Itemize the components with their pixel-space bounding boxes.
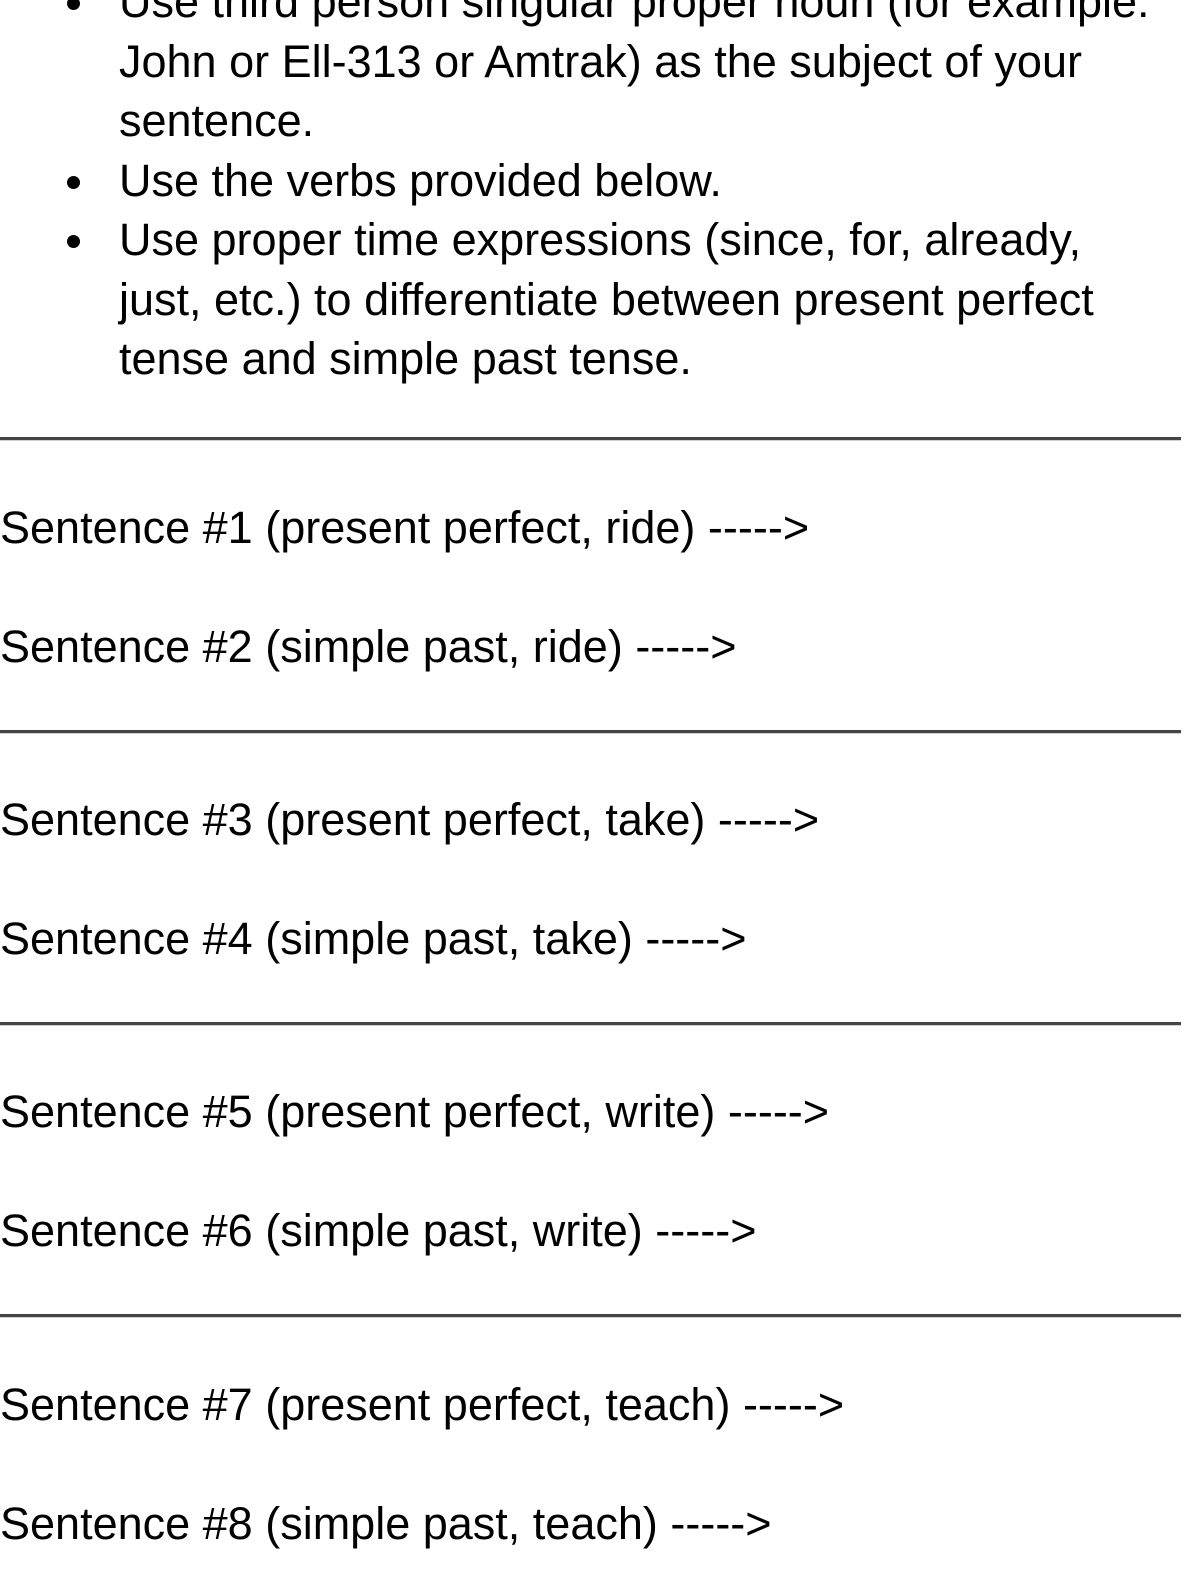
divider <box>0 730 1181 734</box>
instruction-text: Use proper time expressions (since, for,… <box>119 214 1094 384</box>
bullet-icon <box>67 235 80 248</box>
bullet-icon <box>67 0 80 10</box>
sentence-prompt-6: Sentence #6 (simple past, write) -----> <box>0 1205 757 1256</box>
instruction-item: Use proper time expressions (since, for,… <box>0 210 1186 389</box>
sentence-prompt-1: Sentence #1 (present perfect, ride) ----… <box>0 502 810 553</box>
bullet-icon <box>67 175 80 189</box>
instruction-text: Use the verbs provided below. <box>119 154 722 206</box>
sentence-prompt-7: Sentence #7 (present perfect, teach) ---… <box>0 1379 845 1430</box>
instruction-item: Use the verbs provided below. <box>0 151 1186 211</box>
sentence-prompt-2: Sentence #2 (simple past, ride) -----> <box>0 621 737 672</box>
instruction-item: Use third person singular proper noun (f… <box>0 0 1186 151</box>
sentence-prompt-5: Sentence #5 (present perfect, write) ---… <box>0 1086 830 1137</box>
sentence-prompt-4: Sentence #4 (simple past, take) -----> <box>0 913 747 964</box>
divider <box>0 437 1181 441</box>
instruction-text: Use third person singular proper noun (f… <box>119 0 1150 146</box>
divider <box>0 1022 1181 1026</box>
sentence-prompt-3: Sentence #3 (present perfect, take) ----… <box>0 794 820 845</box>
instruction-list: Use third person singular proper noun (f… <box>0 0 1186 389</box>
divider <box>0 1314 1181 1318</box>
sentence-prompt-8: Sentence #8 (simple past, teach) -----> <box>0 1498 772 1549</box>
